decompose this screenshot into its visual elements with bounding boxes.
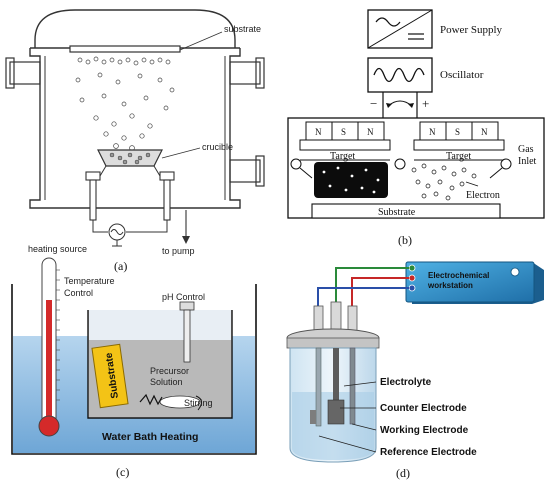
side-port-left [5, 57, 41, 89]
panel-c: Substrate pH Control Precursor Solution … [11, 257, 257, 479]
plus-label: + [422, 96, 429, 111]
vapor-particles [75, 56, 175, 151]
wire-red [351, 277, 409, 310]
electron-label: Electron [466, 190, 500, 201]
counter-electrode [333, 348, 339, 418]
sputter-substrate [311, 203, 501, 219]
crucible [97, 149, 163, 167]
substrate-label: substrate [224, 24, 261, 34]
crucible-label: crucible [202, 142, 233, 152]
wire-blue [317, 287, 409, 310]
side-port-bottom-right [229, 155, 265, 187]
stirring-label: Stirring [184, 398, 213, 408]
panel-b: Power Supply Oscillator − + N S N N S N … [287, 9, 545, 247]
power-supply-label: Power Supply [440, 24, 503, 36]
substrate-slide [91, 343, 129, 409]
water-bath-label: Water Bath Heating [102, 431, 198, 443]
reference-electrode-label: Reference Electrode [380, 447, 477, 458]
ph-control-label: pH Control [162, 292, 205, 302]
wire-green [335, 267, 409, 306]
water-bath-tank [11, 284, 257, 455]
pole-n-2: N [367, 127, 374, 137]
caption-c: (c) [116, 465, 129, 479]
workstation-label-2: workstation [427, 281, 473, 290]
substrate-label-b: Substrate [378, 207, 416, 218]
oscillator-label: Oscillator [440, 69, 484, 81]
pole-n-3: N [429, 127, 436, 137]
pole-n-4: N [481, 127, 488, 137]
panel-d: Electrochemical workstation [286, 261, 544, 480]
electrolyte-label: Electrolyte [380, 377, 432, 388]
electrode-caps [313, 301, 358, 333]
heating-source-label: heating source [28, 244, 87, 254]
precursor-label-1: Precursor [150, 366, 189, 376]
caption-a: (a) [114, 259, 127, 273]
substrate-plate [69, 45, 181, 53]
oscillator-box [367, 57, 433, 93]
stirring-icon [139, 393, 163, 406]
magnet-left [299, 121, 391, 151]
side-port-right [229, 57, 265, 89]
working-electrode-label: Working Electrode [380, 425, 469, 436]
pole-s-1: S [341, 127, 346, 137]
plasma-region [314, 162, 388, 198]
to-pump-label: to pump [162, 246, 195, 256]
counter-electrode-label: Counter Electrode [380, 403, 467, 414]
pole-s-2: S [455, 127, 460, 137]
target-label-right: Target [446, 151, 471, 162]
minus-label: − [370, 96, 377, 111]
reference-electrode [315, 347, 322, 427]
magnet-right [413, 121, 505, 151]
chamber-wall [29, 9, 241, 209]
workstation-label-1: Electrochemical [428, 271, 489, 280]
precursor-label-2: Solution [150, 377, 183, 387]
ph-probe [179, 301, 195, 311]
temperature-label-1: Temperature [64, 276, 115, 286]
panel-a: substrate crucible [5, 9, 265, 273]
working-electrode [349, 347, 356, 425]
sine-wave-icon [373, 67, 425, 83]
target-label-left: Target [330, 151, 355, 162]
gas-inlet-label-2: Inlet [518, 156, 537, 167]
temperature-label-2: Control [64, 288, 93, 298]
gas-inlet-label-1: Gas [518, 144, 534, 155]
caption-d: (d) [396, 466, 410, 480]
caption-b: (b) [398, 233, 412, 247]
electron-cloud [411, 163, 477, 201]
pole-n-1: N [315, 127, 322, 137]
electrochemical-workstation [405, 261, 535, 303]
feedthrough [85, 171, 175, 221]
